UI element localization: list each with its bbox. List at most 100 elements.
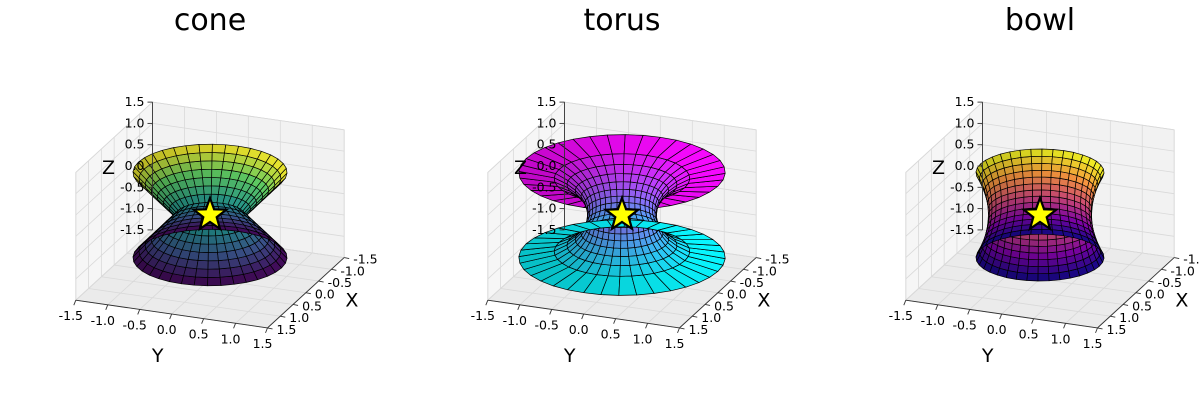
y-tick-label: 0.0 bbox=[987, 322, 1007, 337]
surface-face bbox=[1041, 195, 1051, 203]
surface-face bbox=[614, 233, 622, 242]
y-tick-label: 0.5 bbox=[1019, 327, 1039, 342]
grid-line bbox=[152, 123, 345, 152]
surface-face bbox=[608, 181, 618, 191]
chart-title: cone bbox=[174, 3, 246, 38]
surface-face bbox=[1047, 245, 1058, 254]
x-tick bbox=[704, 304, 711, 306]
surface-face bbox=[604, 189, 612, 198]
surface-face bbox=[197, 251, 209, 262]
y-tick-label: 1.5 bbox=[253, 336, 273, 351]
y-tick bbox=[549, 309, 553, 315]
x-tick bbox=[292, 304, 299, 306]
surface-face bbox=[1031, 169, 1043, 178]
surface-face bbox=[1017, 264, 1029, 274]
surface-face bbox=[1041, 189, 1051, 197]
y-tick-label: 0.0 bbox=[569, 322, 589, 337]
grid-line bbox=[487, 101, 565, 173]
surface-face bbox=[1026, 272, 1039, 282]
z-tick-label: 0.0 bbox=[955, 158, 975, 173]
y-tick-label: 0.0 bbox=[157, 322, 177, 337]
surface-face bbox=[1032, 183, 1043, 191]
surface-face bbox=[200, 160, 213, 170]
y-tick bbox=[677, 327, 680, 334]
y-tick bbox=[935, 304, 939, 310]
grid-line bbox=[235, 252, 313, 324]
surface-face bbox=[612, 247, 622, 257]
z-tick-label: 0.5 bbox=[125, 137, 145, 152]
z-tick-label: -1.0 bbox=[950, 201, 974, 216]
star-marker bbox=[1020, 194, 1060, 232]
surface-face bbox=[628, 202, 636, 210]
y-tick bbox=[73, 300, 77, 306]
surface-face bbox=[1041, 163, 1053, 172]
x-tick bbox=[1135, 292, 1141, 295]
surface-face bbox=[247, 229, 262, 237]
grid-line bbox=[905, 123, 983, 194]
surface-face bbox=[610, 255, 621, 266]
chart-title: torus bbox=[583, 3, 660, 38]
surface-face bbox=[1047, 258, 1059, 267]
surface-face bbox=[607, 232, 616, 241]
surface-face bbox=[1071, 232, 1084, 241]
surface-face bbox=[207, 251, 219, 262]
surface-face bbox=[185, 225, 201, 232]
x-tick bbox=[318, 280, 324, 283]
surface bbox=[132, 143, 288, 287]
y-tick-label: 0.5 bbox=[189, 327, 209, 342]
x-tick-label: 0.5 bbox=[714, 298, 734, 313]
x-axis-label: X bbox=[757, 290, 770, 312]
x-tick-label: 0.0 bbox=[315, 287, 335, 302]
surface-face bbox=[1028, 252, 1039, 261]
y-tick-label: -1.0 bbox=[91, 313, 115, 328]
x-tick-label: 1.5 bbox=[277, 322, 297, 337]
surface-face bbox=[1048, 272, 1061, 282]
z-tick-label: 1.0 bbox=[125, 115, 145, 130]
x-tick-label: 1.0 bbox=[1119, 310, 1139, 325]
x-tick bbox=[717, 292, 723, 295]
surface-face bbox=[207, 276, 222, 287]
surface-face bbox=[1021, 163, 1033, 172]
y-tick-label: 1.0 bbox=[1051, 331, 1071, 346]
surface-face bbox=[1037, 259, 1049, 267]
surface-face bbox=[1037, 273, 1050, 282]
surface-face bbox=[183, 267, 198, 278]
surface-face bbox=[1041, 155, 1053, 165]
x-tick bbox=[1122, 304, 1129, 306]
x-axis-label: X bbox=[345, 290, 358, 312]
surface-face bbox=[207, 243, 218, 253]
surface-face bbox=[619, 255, 631, 266]
surface-face bbox=[610, 195, 618, 204]
surface-face bbox=[610, 188, 618, 198]
y-tick-label: -1.5 bbox=[889, 308, 913, 323]
z-tick-label: -1.0 bbox=[120, 201, 144, 216]
surface-face bbox=[1028, 239, 1039, 247]
surface-face bbox=[191, 169, 203, 179]
z-tick-label: -0.5 bbox=[950, 179, 974, 194]
y-tick bbox=[999, 313, 1003, 320]
grid-line bbox=[152, 101, 345, 131]
surface-face bbox=[620, 247, 630, 257]
surface-face bbox=[211, 152, 225, 162]
surface-face bbox=[622, 181, 631, 190]
y-tick bbox=[645, 323, 648, 329]
z-tick-label: 0.0 bbox=[125, 158, 145, 173]
surface-face bbox=[1031, 176, 1043, 185]
y-tick-label: -0.5 bbox=[953, 317, 977, 332]
surface-face bbox=[1041, 148, 1054, 158]
x-tick bbox=[344, 257, 350, 260]
y-axis-label: Y bbox=[151, 345, 164, 367]
surface-face bbox=[614, 226, 622, 235]
grid-line bbox=[1065, 252, 1143, 324]
surface-face bbox=[1030, 228, 1043, 235]
surface-face bbox=[657, 139, 692, 161]
z-tick-label: -0.5 bbox=[532, 179, 556, 194]
surface-face bbox=[193, 276, 209, 287]
x-tick bbox=[692, 315, 698, 318]
x-tick-label: 0.0 bbox=[727, 287, 747, 302]
